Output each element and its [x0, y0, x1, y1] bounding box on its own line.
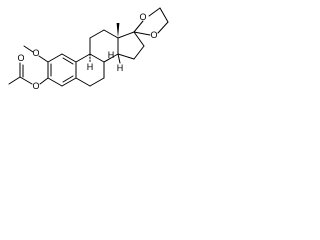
atom-o-methoxy: O: [32, 48, 39, 58]
bond: [8, 76, 21, 85]
atom-o-ester-ring: O: [32, 81, 39, 91]
bond: [75, 53, 91, 63]
bond: [62, 75, 74, 83]
bond: [62, 57, 74, 65]
bond: [159, 7, 169, 23]
ring-d: [117, 31, 145, 60]
atom-h-8: H: [108, 50, 115, 60]
bond: [19, 76, 33, 85]
ring-a: [47, 53, 77, 87]
bond: [133, 31, 151, 36]
bond: [133, 31, 145, 47]
bond: [117, 53, 135, 60]
bond: [61, 53, 77, 63]
bond: [133, 20, 144, 33]
bond: [47, 77, 63, 87]
bond: [38, 55, 49, 63]
acetate-group: O O: [8, 53, 49, 91]
h-bond: [103, 57, 112, 63]
methyl-wedge: [116, 23, 120, 38]
h-bond: [117, 53, 121, 64]
bond: [157, 21, 169, 34]
stereo-hydrogens: H H H: [87, 50, 124, 73]
atom-h-14: H: [117, 63, 124, 73]
atom-h-9: H: [87, 62, 94, 72]
dioxolane-ring: [133, 7, 169, 36]
bond: [89, 29, 105, 39]
bond: [61, 77, 77, 87]
atom-o-ester-carbonyl: O: [17, 53, 24, 63]
bond: [89, 77, 105, 87]
bond: [89, 53, 105, 63]
bond: [39, 77, 49, 85]
bond: [133, 45, 145, 60]
bond: [117, 31, 135, 39]
bond: [75, 77, 91, 87]
bond: [103, 29, 119, 39]
bond: [148, 7, 161, 17]
ring-b: [75, 53, 105, 87]
methoxy-group: O: [23, 45, 49, 63]
chemical-structure: O O H H H O O O: [8, 7, 169, 91]
atom-o-dioxolane-top: O: [139, 12, 146, 22]
bond: [47, 53, 63, 63]
atom-o-dioxolane-bottom: O: [150, 30, 157, 40]
bond: [23, 45, 34, 53]
